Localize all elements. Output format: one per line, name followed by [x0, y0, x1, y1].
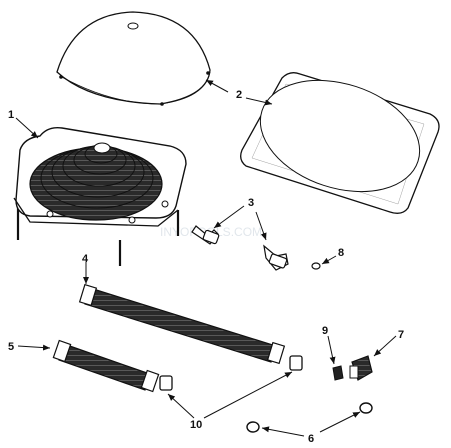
coupler-a [159, 375, 173, 391]
o-ring [311, 262, 321, 270]
valve-fitting [349, 355, 373, 381]
callout-4: 4 [82, 253, 89, 265]
callout-3: 3 [248, 197, 254, 209]
small-plug [332, 365, 344, 381]
callout-1: 1 [8, 109, 14, 121]
hose-ring-a [246, 421, 260, 433]
callout-7: 7 [398, 329, 404, 341]
callout-8: 8 [338, 247, 344, 259]
callout-2: 2 [236, 89, 242, 101]
callout-5: 5 [8, 341, 14, 353]
solar-heater [13, 126, 187, 266]
hose-ring-b [359, 402, 373, 414]
leader-lines [15, 79, 397, 437]
coupler-b [289, 355, 303, 371]
callout-10: 10 [190, 419, 202, 431]
short-hose [52, 339, 160, 393]
elbow-fitting-b [263, 244, 289, 271]
long-hose [78, 283, 286, 365]
dome-cover [56, 11, 211, 106]
elbow-fitting-a [191, 225, 220, 245]
callout-6: 6 [308, 433, 314, 445]
callout-9: 9 [322, 325, 328, 337]
square-base-cover [240, 72, 440, 214]
